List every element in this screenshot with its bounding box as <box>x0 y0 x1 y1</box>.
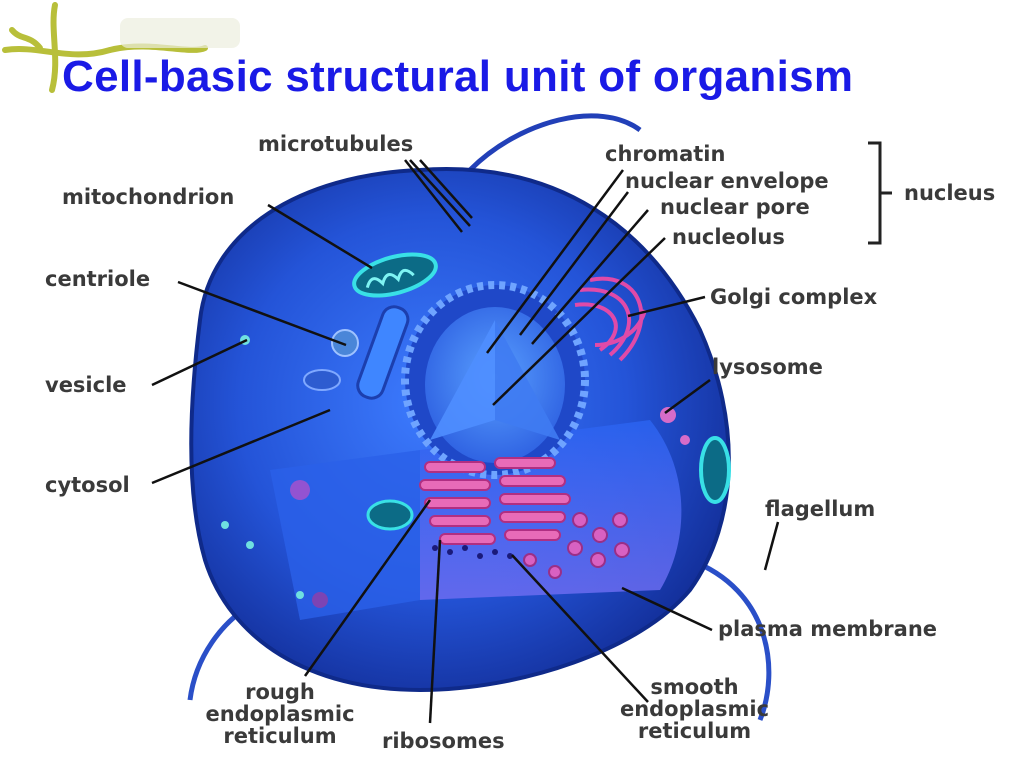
microtubules-shape <box>303 305 410 400</box>
label-smooth-er-line-1: smooth <box>650 675 739 699</box>
golgi-shape <box>574 276 647 362</box>
label-rough-er-line-3: reticulum <box>223 724 337 748</box>
leader-lines <box>151 159 780 724</box>
label-centriole: centriole <box>45 267 151 291</box>
label-rough-er-line-2: endoplasmic <box>205 702 355 726</box>
label-cytosol: cytosol <box>45 473 130 497</box>
flagellum-top <box>468 113 642 172</box>
label-chromatin: chromatin <box>605 142 726 166</box>
label-nuclear-pore: nuclear pore <box>660 195 810 219</box>
label-rough-er-line-1: rough <box>245 680 315 704</box>
smooth-er-shape <box>523 512 630 579</box>
label-flagellum: flagellum <box>765 497 876 521</box>
label-nucleolus: nucleolus <box>672 225 785 249</box>
label-smooth-er-line-2: endoplasmic <box>619 697 770 721</box>
flagellum-right <box>689 557 772 721</box>
label-nuclear-envelope: nuclear envelope <box>625 169 829 193</box>
label-plasma-membrane: plasma membrane <box>718 617 938 641</box>
corner-smudge <box>120 18 240 48</box>
label-smooth-er: smooth endoplasmic reticulum <box>602 676 787 742</box>
label-smooth-er-line-3: reticulum <box>637 719 752 743</box>
mitochondria-group <box>352 252 731 531</box>
label-nucleus: nucleus <box>904 181 996 205</box>
label-lysosome: lysosome <box>712 355 823 379</box>
ribosomes-shape <box>432 545 513 559</box>
slide-title: Cell-basic structural unit of organism <box>62 52 854 101</box>
label-mitochondrion: mitochondrion <box>62 185 235 209</box>
nucleolus-wedge <box>430 320 495 440</box>
label-ribosomes: ribosomes <box>382 729 505 753</box>
label-rough-er: rough endoplasmic reticulum <box>190 681 370 747</box>
rough-er-shape <box>419 457 571 545</box>
label-microtubules: microtubules <box>258 132 414 156</box>
label-vesicle: vesicle <box>45 373 127 397</box>
nucleolus-wedge-2 <box>495 320 560 440</box>
nucleus-bracket <box>868 141 892 245</box>
label-golgi-complex: Golgi complex <box>710 285 878 309</box>
